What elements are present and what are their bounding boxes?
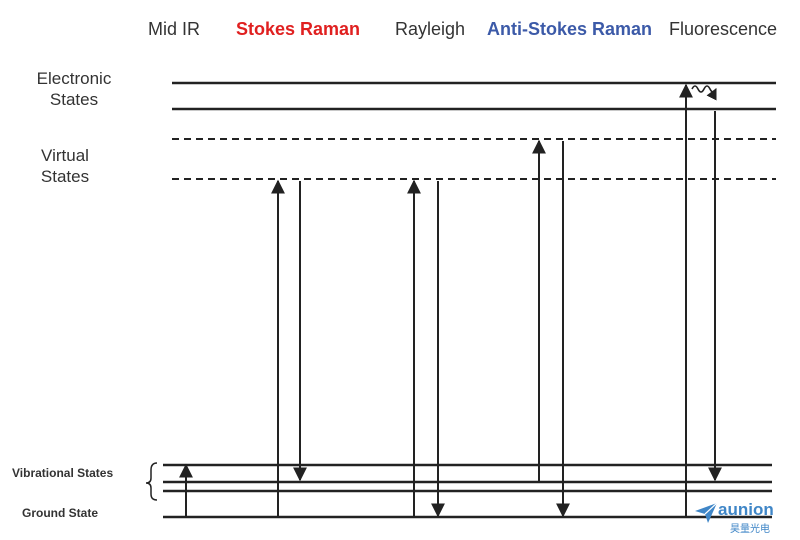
- paper-plane-icon: [695, 502, 718, 523]
- virtual-states-label-line1: Virtual: [41, 146, 89, 165]
- column-label-mid-ir: Mid IR: [148, 19, 201, 39]
- fluorescence-relaxation-squiggle: [691, 85, 717, 101]
- column-label-stokes-raman: Stokes Raman: [236, 19, 361, 39]
- virtual-states-label: Virtual States: [18, 145, 112, 187]
- virtual-states-label-line2: States: [40, 167, 90, 186]
- ground-state-label: Ground State: [22, 506, 99, 520]
- electronic-states-label-line1: Electronic: [36, 69, 112, 88]
- aunion-logo: aunion 昊量光电: [694, 500, 794, 536]
- column-label-anti-stokes-raman: Anti-Stokes Raman: [487, 19, 653, 39]
- vibrational-states-label: Vibrational States: [12, 466, 114, 480]
- column-label-fluorescence: Fluorescence: [669, 19, 778, 39]
- logo-subtext: 昊量光电: [730, 524, 770, 535]
- electronic-states-label-line2: States: [49, 90, 99, 109]
- electronic-states-label: Electronic States: [22, 68, 126, 110]
- column-label-rayleigh: Rayleigh: [395, 19, 466, 39]
- logo-wordmark: aunion: [718, 500, 774, 519]
- vibrational-brace: [145, 462, 158, 501]
